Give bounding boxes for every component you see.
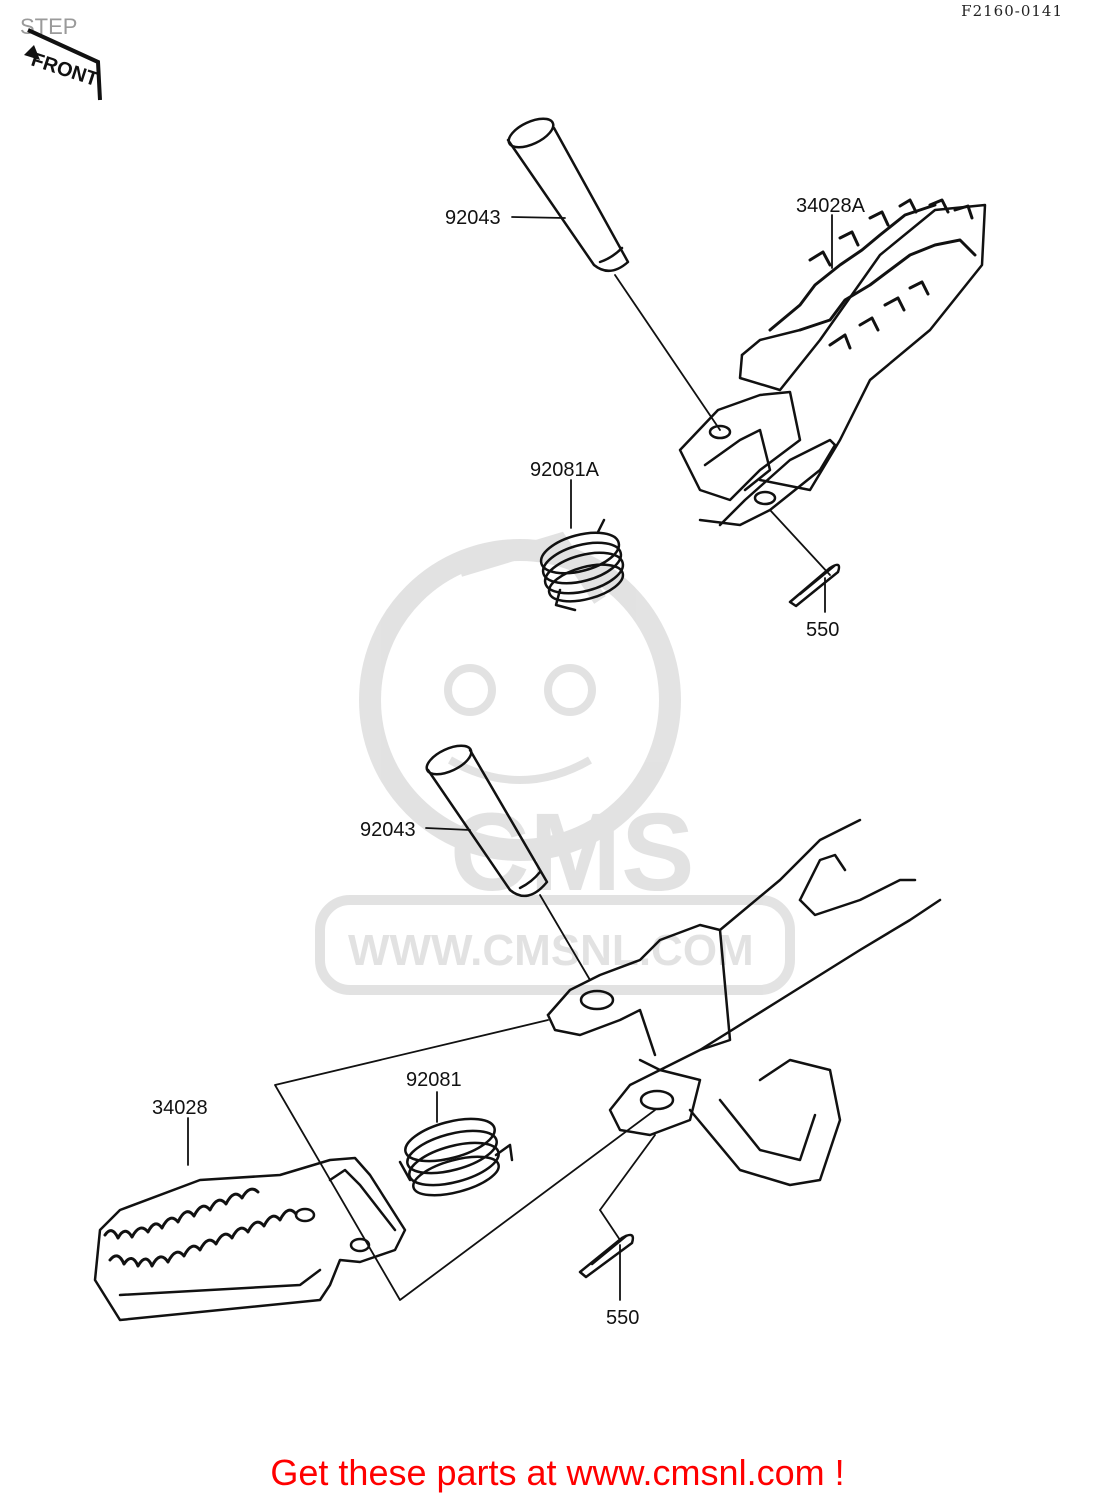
front-marker-text: FRONT — [28, 49, 100, 91]
callout-lower-cotter: 550 — [606, 1307, 639, 1329]
page-title: STEP — [20, 14, 78, 39]
watermark-url: WWW.CMSNL.COM — [348, 926, 754, 975]
cms-watermark: CMS WWW.CMSNL.COM — [315, 531, 795, 995]
watermark-brand: CMS — [450, 791, 694, 914]
lower-footpeg-34028 — [93, 1156, 407, 1322]
upper-torsion-spring-92081A — [539, 518, 625, 612]
callout-upper-spring: 92081A — [530, 459, 600, 481]
upper-footpeg-34028A — [678, 198, 987, 527]
callout-lower-pin: 92043 — [360, 819, 416, 841]
callout-leader-lines — [187, 214, 833, 1301]
diagram-reference-code: F2160-0141 — [961, 2, 1063, 20]
callout-upper-step: 34028A — [796, 195, 866, 217]
lower-pivot-pin-92043 — [425, 744, 549, 898]
lower-cotter-pin-550 — [578, 1233, 635, 1279]
upper-pivot-pin-92043 — [506, 117, 630, 272]
callout-lower-step: 34028 — [152, 1097, 208, 1119]
footer-cta-link[interactable]: Get these parts at www.cmsnl.com ! — [270, 1452, 845, 1493]
lower-frame-bracket — [546, 818, 942, 1187]
callout-labels: 92043 34028A 92081A 550 92043 34028 9208… — [152, 195, 866, 1329]
upper-cotter-pin-550 — [788, 563, 841, 608]
front-direction-marker: FRONT — [24, 28, 102, 101]
callout-upper-cotter: 550 — [806, 619, 839, 641]
lower-torsion-spring-92081 — [398, 1117, 514, 1197]
callout-lower-spring: 92081 — [406, 1069, 462, 1091]
callout-upper-pin: 92043 — [445, 207, 501, 229]
